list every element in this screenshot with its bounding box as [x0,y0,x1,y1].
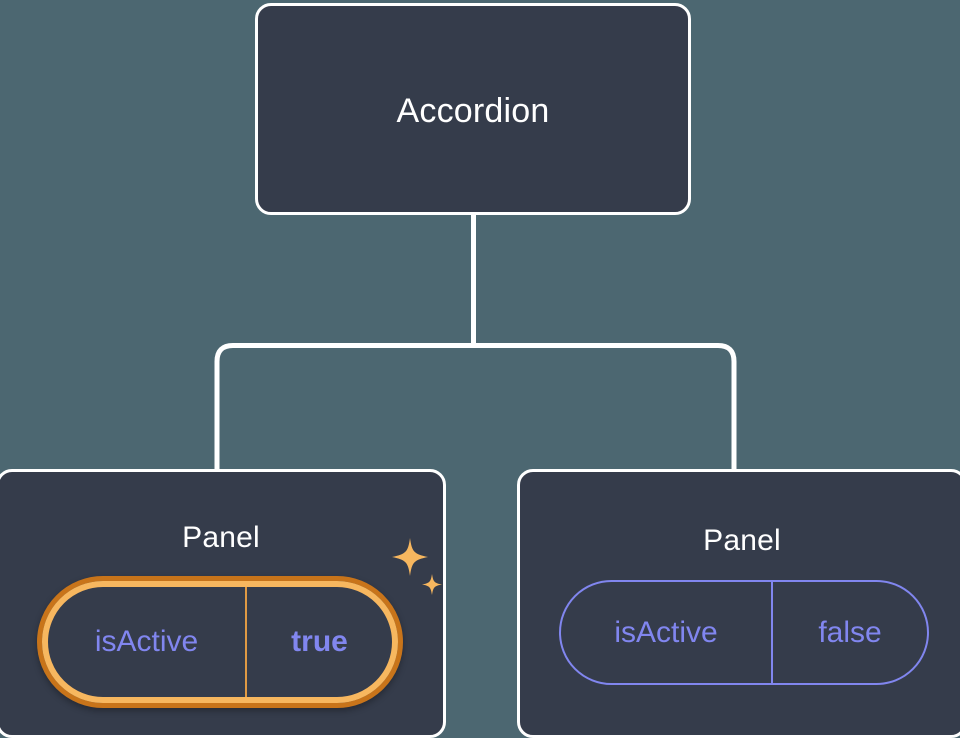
prop-pill-inner: isActive true [42,581,398,703]
prop-pill-is-active-false[interactable]: isActive false [559,580,929,685]
prop-pill-highlight-ring [37,576,403,708]
sparkle-icon [392,538,442,595]
node-panel-active-label: Panel [182,521,260,554]
connector-branch-left [214,343,474,470]
prop-key-is-active: isActive [48,587,247,697]
node-accordion[interactable]: Accordion [255,3,691,215]
node-panel-inactive[interactable]: Panel isActive false [517,469,960,738]
node-panel-active[interactable]: Panel isActive true [0,469,446,738]
prop-key-is-active: isActive [561,582,773,683]
prop-value-true: true [291,625,348,658]
prop-value-false: false [818,615,882,649]
node-accordion-label: Accordion [396,92,550,130]
prop-pill-is-active-true[interactable]: isActive true [37,576,403,708]
node-panel-inactive-label: Panel [703,524,781,557]
connector-branch-right [473,343,737,470]
